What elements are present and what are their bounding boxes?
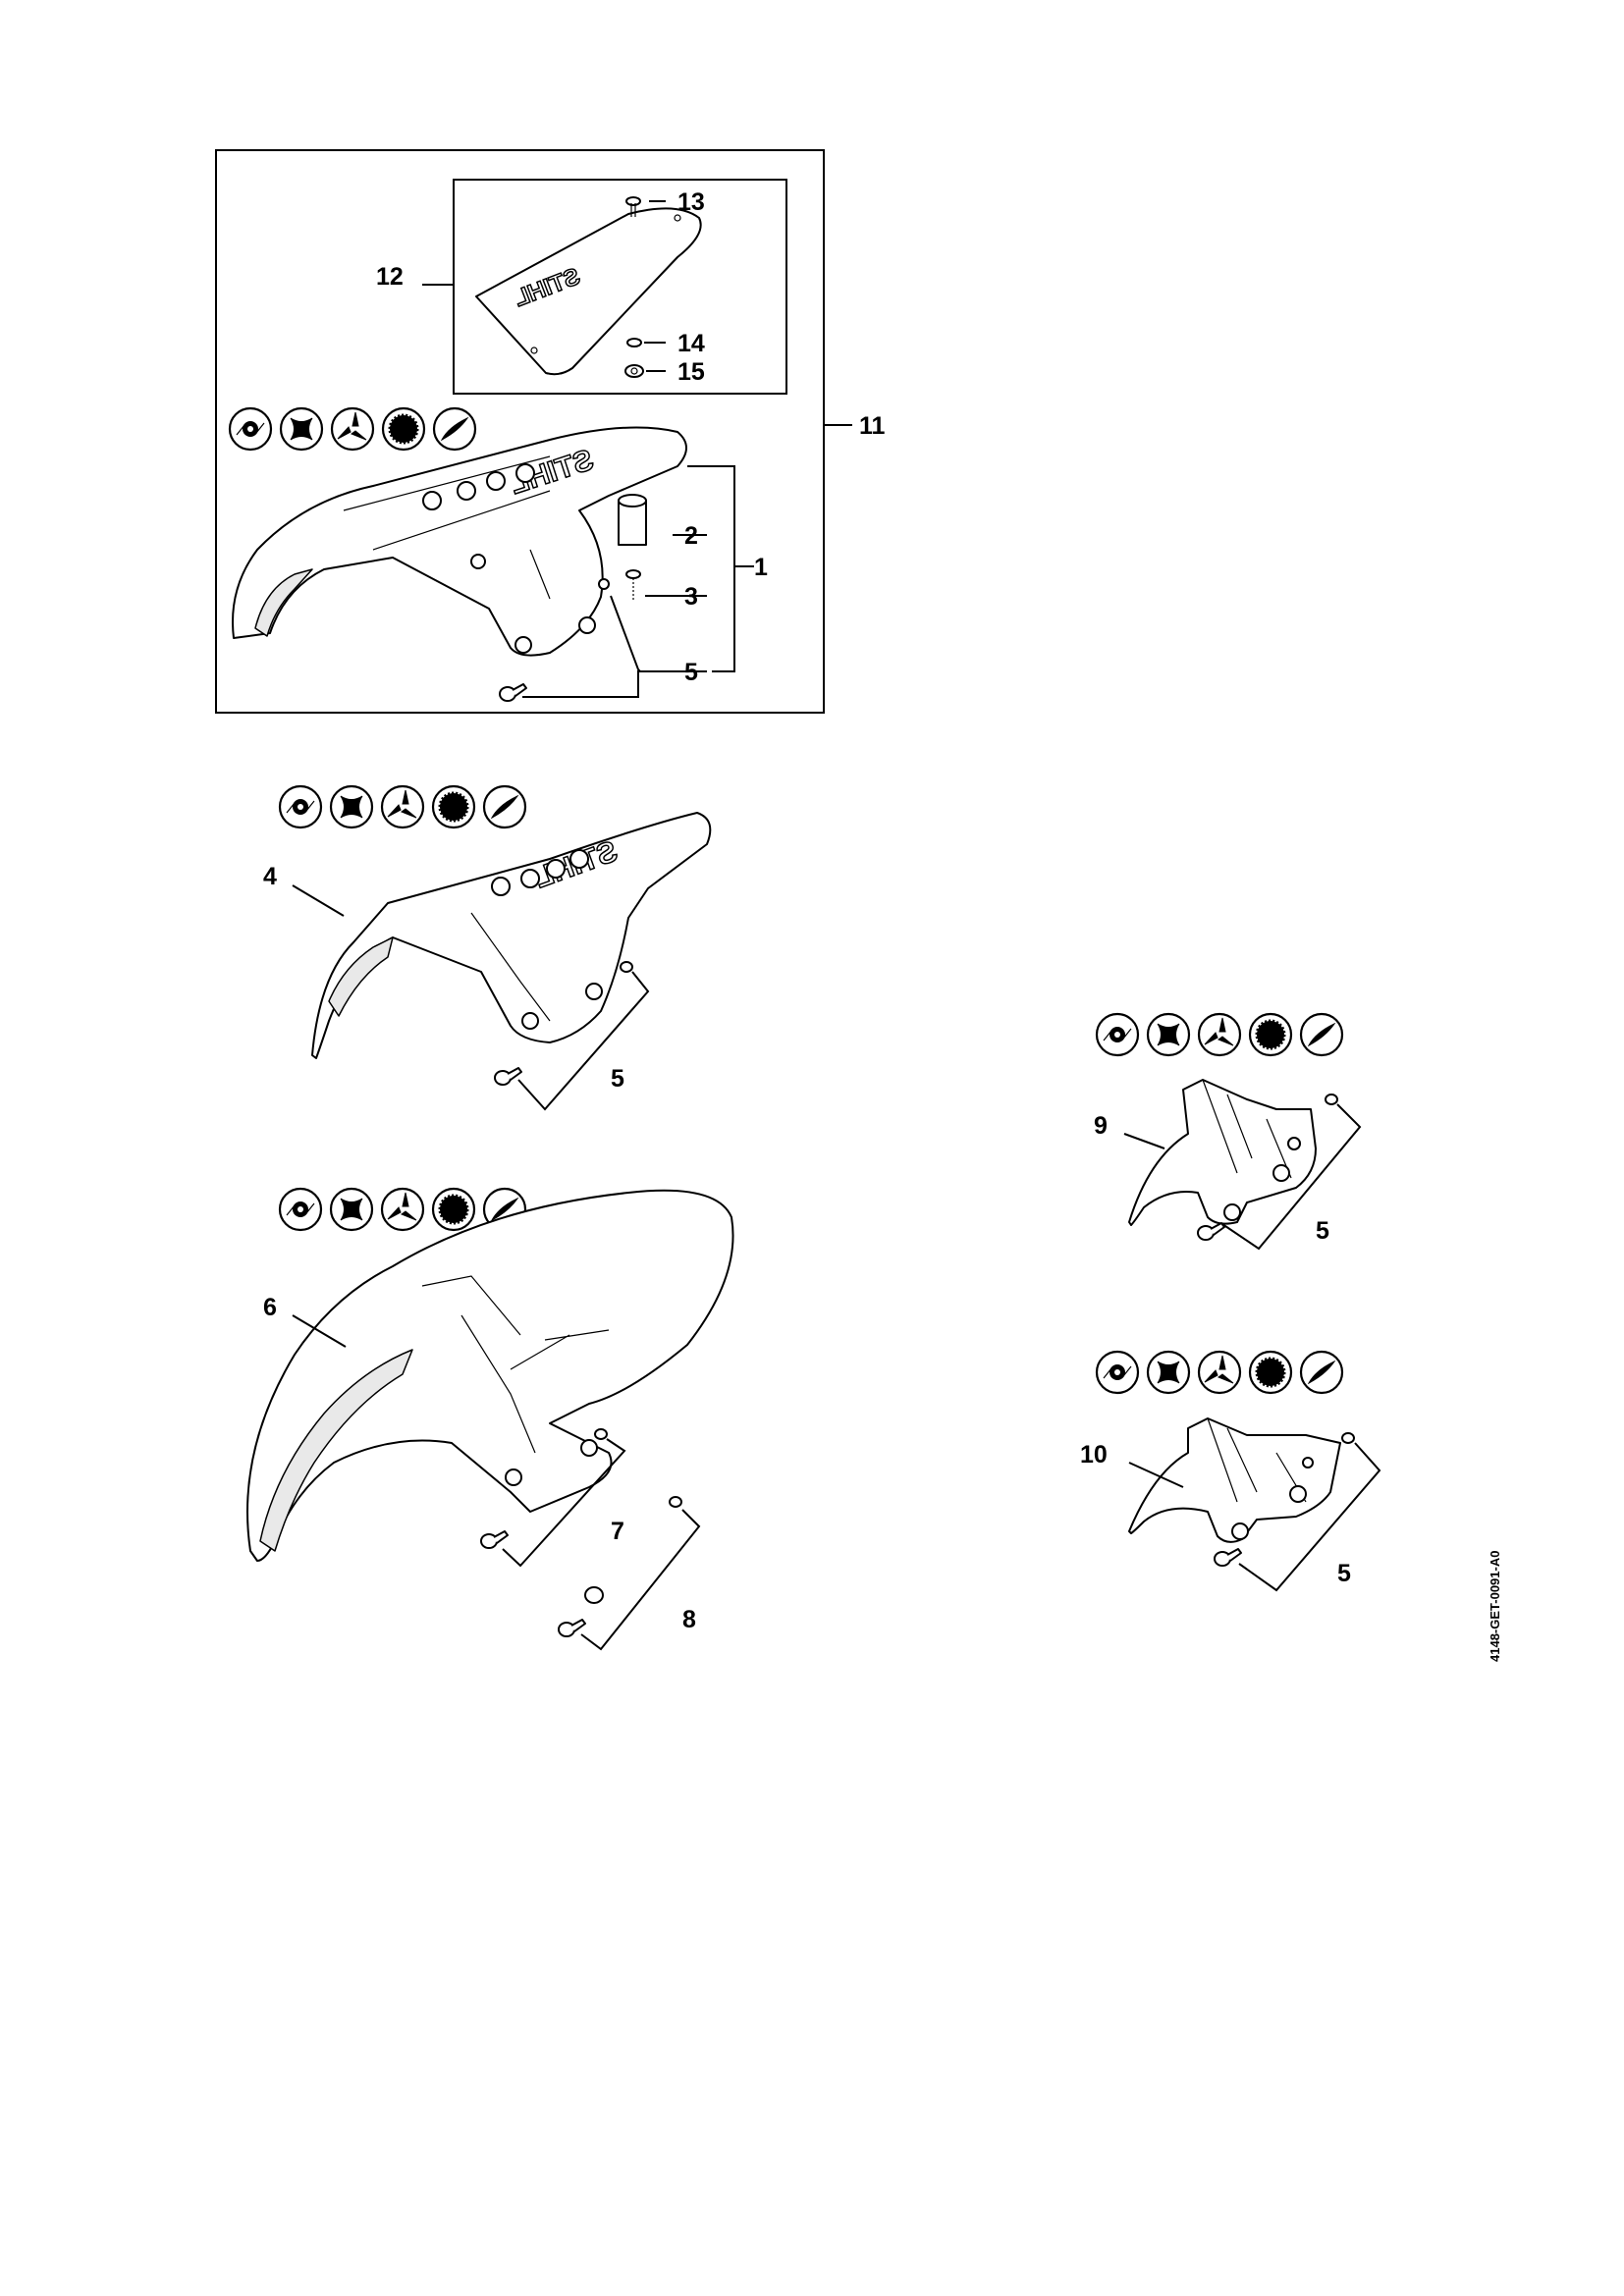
drawing-code: 4148-GET-0091-A0 <box>1488 1551 1502 1662</box>
saw-blade-icon <box>431 1187 476 1232</box>
saw-blade-icon <box>1248 1350 1293 1395</box>
mowing-line-head-icon <box>228 406 273 452</box>
square-cutter-icon <box>1146 1350 1191 1395</box>
washer-14 <box>626 338 642 347</box>
callout-5-guard10: 5 <box>1337 1560 1351 1587</box>
nut-15 <box>624 364 644 378</box>
callout-7: 7 <box>611 1518 624 1545</box>
three-blade-icon <box>330 406 375 452</box>
three-blade-icon <box>380 1187 425 1232</box>
callout-14: 14 <box>677 330 705 357</box>
tool-icons-row <box>228 406 477 452</box>
callout-15: 15 <box>677 358 705 386</box>
square-cutter-icon <box>329 1187 374 1232</box>
bolt-7 <box>480 1530 509 1549</box>
callout-5-top: 5 <box>684 659 698 686</box>
callout-5-guard9: 5 <box>1316 1217 1329 1245</box>
washer <box>1341 1432 1355 1444</box>
callout-11: 11 <box>859 412 886 440</box>
three-blade-icon <box>1197 1350 1242 1395</box>
deflector-guard-9 <box>1128 1079 1317 1226</box>
tool-icons-row <box>1095 1012 1344 1057</box>
tool-icons-row <box>278 784 527 829</box>
saw-blade-icon <box>381 406 426 452</box>
two-blade-icon <box>482 784 527 829</box>
washer <box>594 1428 608 1440</box>
two-blade-icon <box>1299 1012 1344 1057</box>
deflector-guard-10 <box>1128 1417 1341 1543</box>
callout-4: 4 <box>263 863 277 890</box>
deflector-plate-frame <box>453 179 787 395</box>
washer <box>1325 1094 1338 1105</box>
callout-1: 1 <box>754 554 768 581</box>
square-cutter-icon <box>279 406 324 452</box>
mowing-line-head-icon <box>1095 1350 1140 1395</box>
callout-3: 3 <box>684 583 698 611</box>
bolt-8 <box>558 1619 586 1637</box>
three-blade-icon <box>1197 1012 1242 1057</box>
callout-13: 13 <box>677 188 705 216</box>
screw-3 <box>625 569 641 601</box>
bolt-5 <box>1214 1548 1242 1567</box>
screw-13 <box>625 196 641 217</box>
deflector-plate: STIHL <box>475 207 702 376</box>
square-cutter-icon <box>329 784 374 829</box>
washer-8b <box>584 1586 604 1604</box>
washer-8a <box>669 1496 682 1508</box>
deflector-guard-main: STIHL <box>232 426 687 657</box>
saw-blade-icon <box>431 784 476 829</box>
three-blade-icon <box>380 784 425 829</box>
deflector-guard-6 <box>246 1189 734 1562</box>
deflector-guard-4: STIHL <box>311 812 712 1059</box>
two-blade-icon <box>1299 1350 1344 1395</box>
callout-8: 8 <box>682 1606 696 1633</box>
assembly-frame <box>215 149 825 714</box>
callout-12: 12 <box>376 263 404 291</box>
callout-6: 6 <box>263 1294 277 1321</box>
callout-2: 2 <box>684 522 698 550</box>
bolt-5 <box>499 683 527 702</box>
callout-5-guard4: 5 <box>611 1065 624 1093</box>
two-blade-icon <box>432 406 477 452</box>
callout-9: 9 <box>1094 1112 1108 1140</box>
saw-blade-icon <box>1248 1012 1293 1057</box>
square-cutter-icon <box>1146 1012 1191 1057</box>
tool-icons-row <box>1095 1350 1344 1395</box>
mowing-line-head-icon <box>1095 1012 1140 1057</box>
mowing-line-head-icon <box>278 784 323 829</box>
washer <box>620 961 633 973</box>
mowing-line-head-icon <box>278 1187 323 1232</box>
bolt-5 <box>494 1067 522 1086</box>
callout-10: 10 <box>1080 1441 1108 1468</box>
bolt-5 <box>1197 1222 1225 1241</box>
